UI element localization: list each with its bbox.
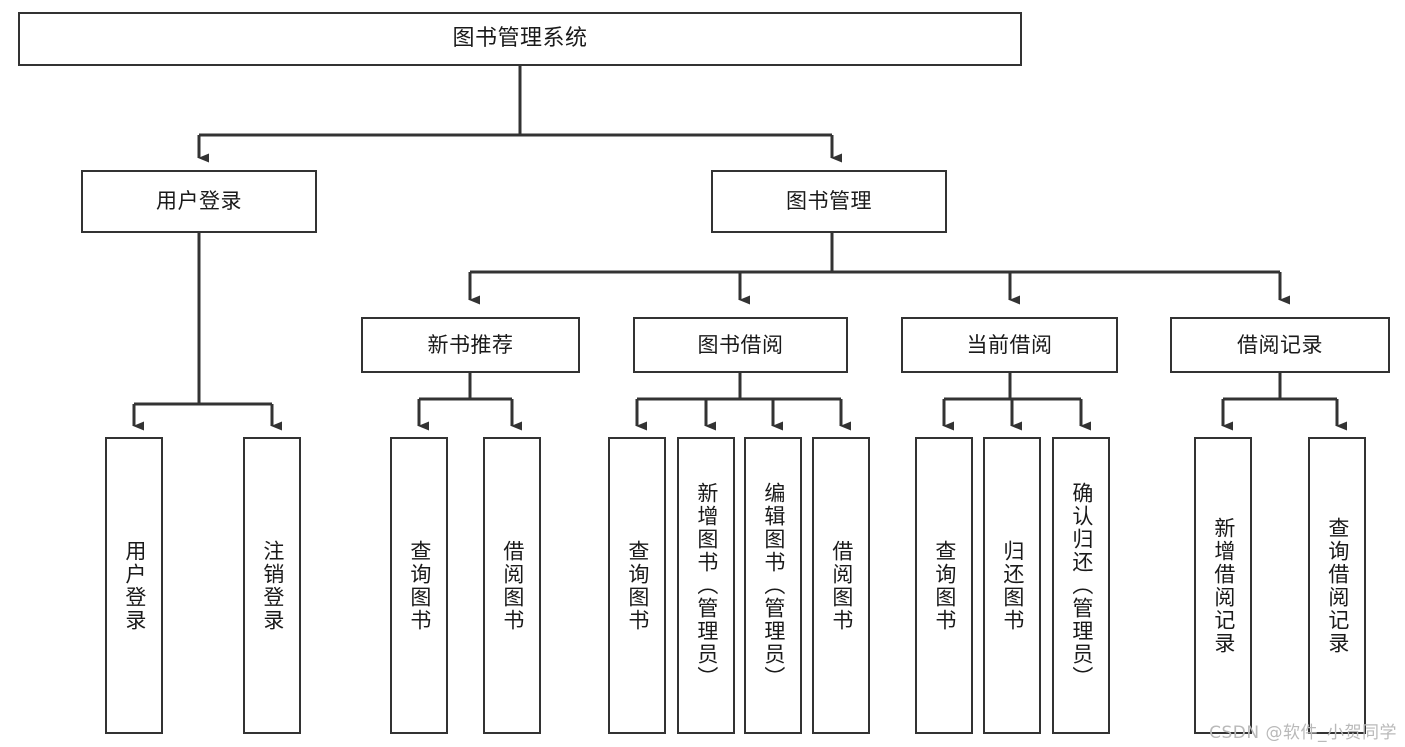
node-label: 图书管理 [786, 189, 872, 213]
node-label: 借阅记录 [1237, 332, 1323, 357]
node-label: 查询图书 [625, 539, 650, 632]
node-label: 借阅图书 [829, 539, 854, 632]
node-label: 新增借阅记录 [1211, 516, 1236, 655]
node-label: 用户登录 [156, 189, 242, 213]
node-label: 归还图书 [1000, 539, 1025, 632]
node-book-borrow[interactable]: 图书借阅 [633, 317, 848, 373]
node-leaf-return-book[interactable]: 归还图书 [983, 437, 1041, 734]
node-label: 查询图书 [932, 539, 957, 632]
node-leaf-borrow-book-recommend[interactable]: 借阅图书 [483, 437, 541, 734]
node-label: 新书推荐 [427, 332, 514, 357]
node-label: 确认归还（管理员） [1069, 482, 1094, 689]
node-label: 图书管理系统 [452, 26, 588, 51]
node-leaf-query-book-borrow[interactable]: 查询图书 [608, 437, 666, 734]
node-leaf-query-borrow-record[interactable]: 查询借阅记录 [1308, 437, 1366, 734]
node-user-login[interactable]: 用户登录 [81, 170, 317, 233]
node-leaf-confirm-return[interactable]: 确认归还（管理员） [1052, 437, 1110, 734]
node-borrow-record[interactable]: 借阅记录 [1170, 317, 1390, 373]
node-label: 借阅图书 [500, 539, 525, 632]
node-leaf-borrow-book[interactable]: 借阅图书 [812, 437, 870, 734]
node-label: 图书借阅 [697, 332, 784, 357]
node-book-manage[interactable]: 图书管理 [711, 170, 947, 233]
watermark-text: CSDN @软件_小贺同学 [1209, 723, 1397, 743]
node-current-borrow[interactable]: 当前借阅 [901, 317, 1118, 373]
node-label: 当前借阅 [966, 332, 1053, 357]
node-label: 查询借阅记录 [1325, 516, 1350, 655]
node-label: 编辑图书（管理员） [761, 482, 786, 689]
node-leaf-logout[interactable]: 注销登录 [243, 437, 301, 734]
node-leaf-add-borrow-record[interactable]: 新增借阅记录 [1194, 437, 1252, 734]
node-label: 注销登录 [260, 539, 285, 632]
node-label: 新增图书（管理员） [694, 482, 719, 689]
node-label: 用户登录 [122, 539, 147, 632]
node-leaf-user-login[interactable]: 用户登录 [105, 437, 163, 734]
node-new-book-recommend[interactable]: 新书推荐 [361, 317, 580, 373]
node-root-book-management-system[interactable]: 图书管理系统 [18, 12, 1022, 66]
node-leaf-query-book-current[interactable]: 查询图书 [915, 437, 973, 734]
node-leaf-query-book-recommend[interactable]: 查询图书 [390, 437, 448, 734]
node-label: 查询图书 [407, 539, 432, 632]
node-leaf-edit-book[interactable]: 编辑图书（管理员） [744, 437, 802, 734]
node-leaf-add-book[interactable]: 新增图书（管理员） [677, 437, 735, 734]
